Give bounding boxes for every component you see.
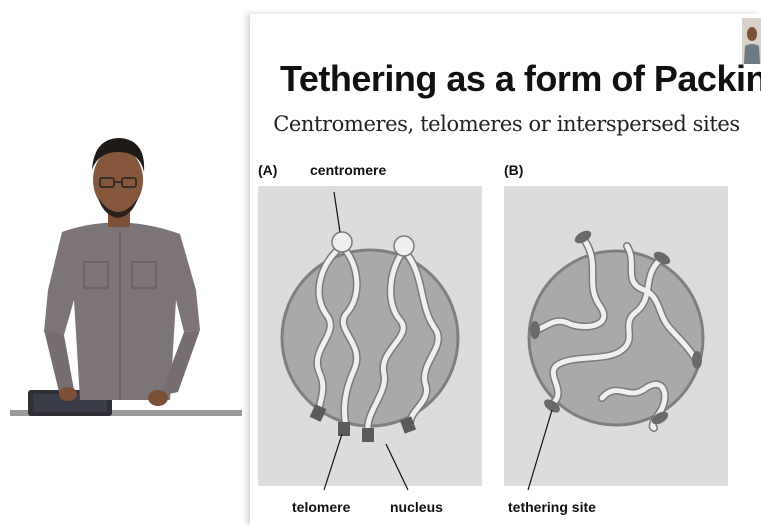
tethering-site-4 [692, 351, 702, 369]
panel-a-diagram [258, 186, 482, 490]
tethering-site-3 [530, 321, 540, 339]
telomere-label: telomere [292, 499, 350, 515]
slide: Tethering as a form of Packing Centromer… [250, 14, 761, 525]
telomere-3 [362, 428, 374, 442]
tethering-diagram [250, 14, 761, 525]
tethering-site-label: tethering site [508, 499, 596, 515]
panel-b-label: (B) [504, 162, 523, 178]
webcam-thumbnail [742, 18, 761, 64]
centromere-2 [394, 236, 414, 256]
presenter-video [0, 0, 250, 525]
panel-a-label: (A) [258, 162, 277, 178]
presenter-figure [0, 0, 250, 525]
nucleus-label: nucleus [390, 499, 443, 515]
telomere-2 [338, 422, 350, 436]
panel-b-diagram [504, 186, 728, 490]
nucleus-a [282, 250, 458, 426]
centromere-label: centromere [310, 162, 386, 178]
centromere-1 [332, 232, 352, 252]
